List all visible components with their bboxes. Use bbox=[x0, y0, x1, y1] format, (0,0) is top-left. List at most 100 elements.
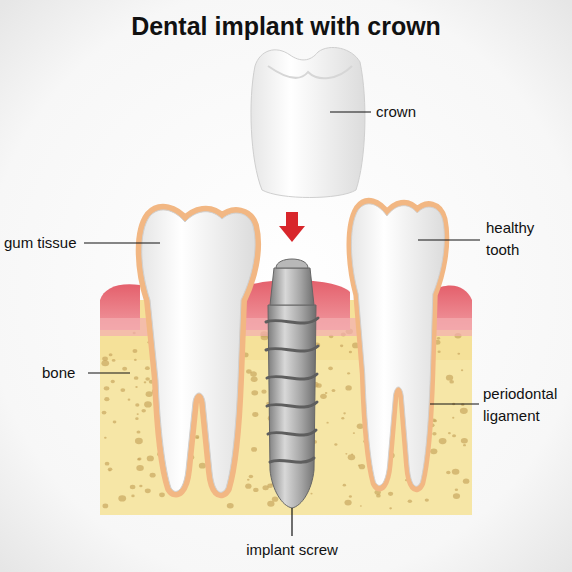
bone-speckle bbox=[136, 465, 144, 471]
bone-speckle bbox=[437, 337, 440, 340]
bone-speckle bbox=[452, 434, 456, 437]
bone-speckle bbox=[135, 386, 137, 388]
bone-speckle bbox=[246, 369, 252, 373]
bone-speckle bbox=[196, 437, 199, 439]
bone-speckle bbox=[446, 375, 453, 381]
bone-speckle bbox=[147, 456, 154, 462]
bone-speckle bbox=[113, 421, 117, 424]
bone-speckle bbox=[252, 412, 258, 417]
part-label: implant screw bbox=[192, 539, 392, 561]
bone-speckle bbox=[446, 471, 450, 475]
bone-speckle bbox=[461, 369, 463, 371]
bone-speckle bbox=[108, 468, 113, 472]
bone-speckle bbox=[460, 408, 468, 414]
bone-speckle bbox=[343, 412, 346, 414]
bone-speckle bbox=[359, 464, 365, 469]
bone-speckle bbox=[388, 492, 393, 496]
bone-speckle bbox=[310, 493, 312, 495]
bone-speckle bbox=[128, 399, 131, 401]
bone-speckle bbox=[111, 380, 115, 383]
bone-speckle bbox=[438, 351, 441, 353]
bone-speckle bbox=[272, 497, 278, 502]
bone-speckle bbox=[453, 493, 460, 499]
bone-speckle bbox=[332, 389, 336, 392]
bone-speckle bbox=[134, 376, 139, 380]
bone-speckle bbox=[334, 443, 337, 446]
bone-speckle bbox=[139, 485, 142, 488]
bone-speckle bbox=[433, 420, 436, 423]
bone-speckle bbox=[132, 349, 137, 353]
bone-speckle bbox=[159, 493, 165, 498]
bone-speckle bbox=[245, 484, 251, 489]
bone-speckle bbox=[109, 353, 113, 356]
part-label: gum tissue bbox=[4, 232, 77, 254]
bone-speckle bbox=[134, 359, 137, 361]
diagram-title: Dental implant with crown bbox=[0, 12, 572, 41]
bone-speckle bbox=[112, 359, 116, 362]
bone-speckle bbox=[439, 438, 447, 444]
bone-speckle bbox=[122, 367, 127, 371]
bone-speckle bbox=[144, 401, 152, 407]
bone-speckle bbox=[108, 470, 110, 472]
bone-speckle bbox=[343, 484, 346, 487]
bone-speckle bbox=[138, 458, 142, 461]
bone-speckle bbox=[137, 430, 141, 433]
bone-speckle bbox=[135, 438, 143, 444]
bone-speckle bbox=[408, 499, 412, 503]
bone-speckle bbox=[325, 392, 328, 394]
bone-speckle bbox=[104, 397, 109, 401]
bone-speckle bbox=[253, 488, 258, 492]
bone-speckle bbox=[267, 501, 274, 507]
bone-speckle bbox=[251, 447, 257, 452]
bone-speckle bbox=[320, 394, 327, 399]
bone-speckle bbox=[430, 448, 437, 454]
bone-speckle bbox=[348, 454, 355, 460]
bone-speckle bbox=[345, 385, 351, 390]
bone-speckle bbox=[118, 495, 126, 501]
bone-speckle bbox=[137, 413, 139, 415]
bone-speckle bbox=[102, 411, 107, 415]
bone-speckle bbox=[104, 437, 107, 439]
part-label: healthy tooth bbox=[486, 217, 566, 261]
bone-speckle bbox=[251, 377, 258, 383]
bone-speckle bbox=[251, 390, 258, 395]
bone-speckle bbox=[461, 438, 468, 444]
bone-speckle bbox=[347, 372, 350, 374]
bone-speckle bbox=[349, 351, 352, 354]
bone-speckle bbox=[102, 504, 108, 509]
bone-speckle bbox=[247, 479, 250, 481]
bone-speckle bbox=[425, 498, 429, 501]
bone-speckle bbox=[135, 417, 138, 420]
bone-speckle bbox=[101, 360, 109, 366]
bone-speckle bbox=[349, 495, 352, 497]
bone-speckle bbox=[432, 432, 436, 435]
bone-speckle bbox=[120, 388, 125, 392]
bone-speckle bbox=[463, 479, 470, 484]
bone-speckle bbox=[150, 473, 156, 478]
bone-speckle bbox=[360, 505, 362, 507]
bone-speckle bbox=[452, 417, 454, 419]
bone-speckle bbox=[448, 432, 451, 434]
bone-speckle bbox=[344, 500, 351, 506]
bone-speckle bbox=[199, 463, 206, 469]
bone-speckle bbox=[452, 469, 460, 475]
bone-speckle bbox=[455, 488, 458, 491]
bone-speckle bbox=[249, 475, 254, 479]
bone-speckle bbox=[340, 345, 343, 348]
bone-speckle bbox=[341, 417, 344, 419]
bone-speckle bbox=[135, 403, 139, 406]
bone-speckle bbox=[328, 366, 333, 370]
bone-speckle bbox=[345, 453, 347, 455]
bone-speckle bbox=[261, 390, 266, 394]
part-label: periodontal ligament bbox=[483, 383, 569, 427]
bone-speckle bbox=[105, 462, 110, 466]
bone-speckle bbox=[353, 432, 355, 434]
bone-speckle bbox=[131, 495, 134, 498]
bone-speckle bbox=[104, 386, 110, 390]
part-label: crown bbox=[376, 101, 416, 123]
part-label: bone bbox=[42, 362, 75, 384]
bone-speckle bbox=[146, 391, 153, 397]
bone-speckle bbox=[145, 366, 150, 370]
